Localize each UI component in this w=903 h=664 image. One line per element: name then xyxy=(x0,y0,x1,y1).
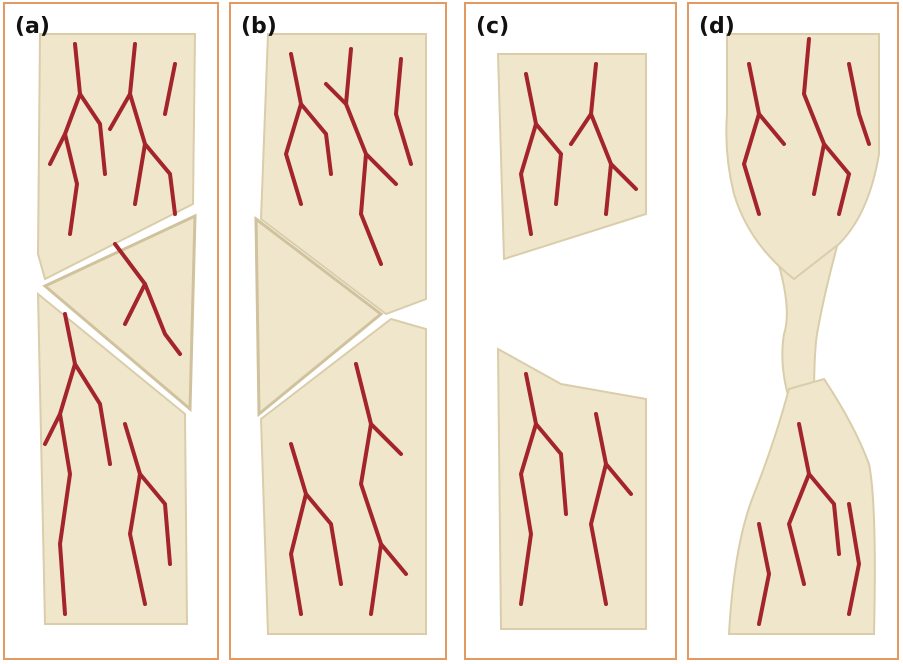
panel-b: (b) xyxy=(229,2,447,660)
panel-label-b: (b) xyxy=(241,14,277,39)
bone-segment-lower xyxy=(498,349,646,629)
panel-a: (a) xyxy=(3,2,219,660)
healing-bone-illustration-d xyxy=(689,4,897,658)
fractured-bone-illustration-a xyxy=(5,4,217,658)
fractured-bone-illustration-c xyxy=(466,4,675,658)
panel-label-a: (a) xyxy=(15,14,50,39)
panel-d: (d) xyxy=(687,2,899,660)
bone-segment-upper xyxy=(498,54,646,259)
panel-label-d: (d) xyxy=(699,14,735,39)
panel-label-c: (c) xyxy=(476,14,509,39)
fractured-bone-illustration-b xyxy=(231,4,445,658)
panel-c: (c) xyxy=(464,2,677,660)
